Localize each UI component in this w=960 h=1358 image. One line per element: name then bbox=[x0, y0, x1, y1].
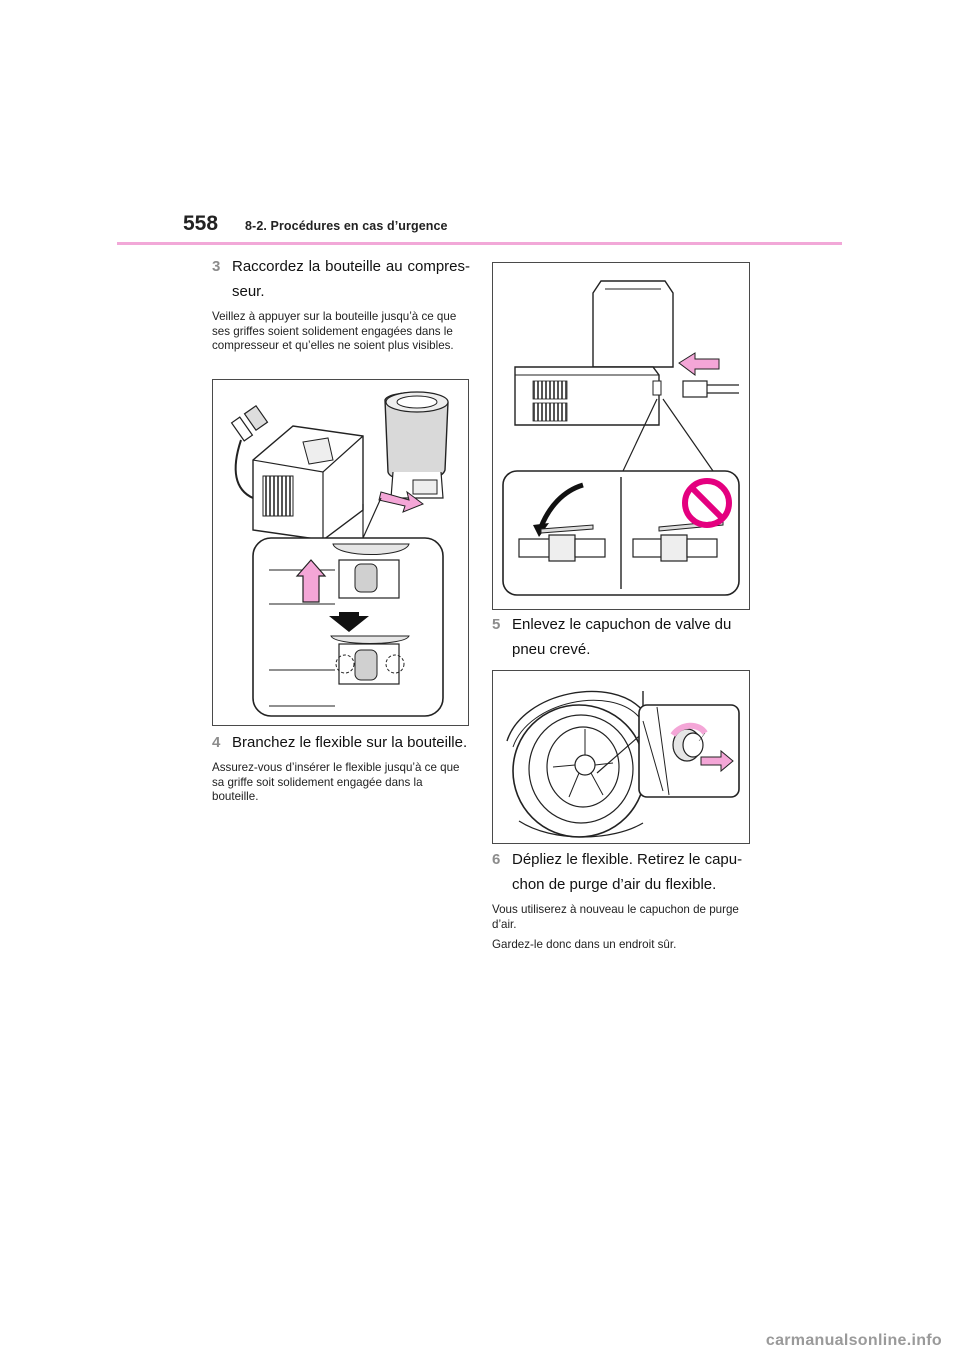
illustration-valve-cap bbox=[492, 670, 750, 844]
page-number: 558 bbox=[183, 212, 219, 235]
step-note: Veillez à appuyer sur la bouteille jusqu… bbox=[212, 310, 457, 352]
step-number: 3 bbox=[212, 258, 221, 275]
illustration-hose-connection bbox=[492, 262, 750, 610]
step-note: Vous utiliserez à nouveau le capuchon de… bbox=[492, 903, 739, 931]
step-3: 3 Raccordez la bouteille au compres-seur… bbox=[212, 254, 470, 354]
step-instruction: Enlevez le capuchon de valve du pneu cre… bbox=[512, 616, 732, 658]
step-instruction: Branchez le flexible sur la bouteille. bbox=[232, 734, 468, 751]
step-note: Assurez-vous d’insérer le flexible jusqu… bbox=[212, 761, 460, 803]
header-rule bbox=[117, 242, 842, 245]
step-instruction: Dépliez le flexible. Retirez le capu-cho… bbox=[512, 851, 743, 893]
watermark: carmanualsonline.info bbox=[765, 1332, 942, 1349]
illustration-bottle-compressor bbox=[212, 379, 469, 726]
section-title: 8-2. Procédures en cas d’urgence bbox=[245, 219, 448, 233]
step-number: 4 bbox=[212, 734, 221, 751]
step-instruction: Raccordez la bouteille au compres-seur. bbox=[232, 258, 470, 300]
step-4: 4 Branchez le flexible sur la bouteille.… bbox=[212, 730, 470, 805]
step-note: Gardez-le donc dans un endroit sûr. bbox=[492, 938, 677, 951]
step-number: 6 bbox=[492, 851, 501, 868]
step-6: 6 Dépliez le flexible. Retirez le capu-c… bbox=[492, 847, 752, 953]
step-number: 5 bbox=[492, 616, 501, 633]
step-5: 5 Enlevez le capuchon de valve du pneu c… bbox=[492, 612, 752, 662]
